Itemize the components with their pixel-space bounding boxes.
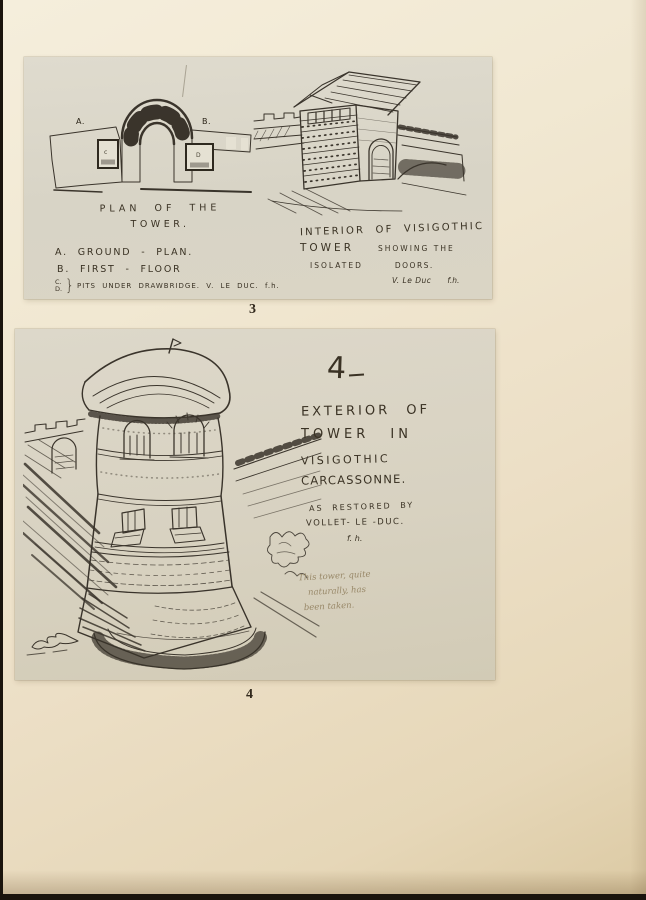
plan-legend-cd-letters: C. D.	[55, 277, 63, 294]
plan-caption-line-2: TOWER.	[130, 219, 190, 230]
plan-legend-line-a: A. GROUND - PLAN.	[55, 247, 194, 258]
plan-label-c: c	[104, 149, 108, 156]
interior-caption-attribution: V. Le Duc f.h.	[300, 276, 492, 285]
plate4-handwritten-number: 4	[326, 350, 347, 387]
interior-tower-sketch	[253, 71, 468, 216]
page-right-shade	[630, 0, 646, 894]
interior-caption-line-3-left: ISOLATED	[310, 261, 363, 270]
interior-caption-line-2-left: TOWER	[300, 242, 354, 254]
figure-number-3: 3	[249, 302, 256, 317]
interior-caption-line-3-right: DOORS.	[394, 261, 434, 270]
restored-by-initials: f. h.	[347, 534, 363, 543]
page-bottom-edge	[3, 870, 646, 894]
plan-label-a: A.	[76, 117, 85, 126]
plan-label-d: D	[196, 152, 202, 159]
interior-caption-line-2: TOWER SHOWING THE	[300, 242, 492, 254]
photo-plate-4: 4 EXTERIOR OF TOWER IN VISIGOTHIC CARCAS…	[15, 329, 495, 680]
interior-caption-line-3: ISOLATED DOORS.	[300, 261, 492, 270]
plan-caption-line-1: PLAN OF THE	[99, 202, 221, 215]
photo-plate-3: A. B. c D PLAN OF THE TOWER. A. GROUND -…	[24, 57, 492, 299]
interior-caption: INTERIOR OF VISIGOTHIC TOWER SHOWING THE…	[299, 220, 492, 285]
tower-plan-drawing	[49, 98, 252, 193]
plan-legend-cd-text: PITS UNDER DRAWBRIDGE. V. LE DUC. f.h.	[77, 281, 280, 290]
exterior-tower-sketch	[23, 338, 323, 670]
book-page: A. B. c D PLAN OF THE TOWER. A. GROUND -…	[3, 0, 646, 894]
exterior-caption-line-3: VISIGOTHIC	[300, 452, 391, 468]
interior-caption-artist: V. Le Duc	[392, 276, 432, 285]
interior-caption-line-1: INTERIOR OF VISIGOTHIC	[299, 220, 485, 239]
plan-legend-brace: }	[65, 276, 74, 296]
plan-legend-line-b: B. FIRST - FLOOR	[57, 264, 182, 275]
exterior-caption-line-2: TOWER IN	[301, 427, 412, 442]
interior-caption-initials: f.h.	[447, 276, 460, 285]
plan-label-b: B.	[202, 117, 212, 126]
handwritten-number-flourish	[348, 373, 365, 377]
restored-by-line-1: AS RESTORED BY	[308, 500, 415, 514]
plan-legend-line-cd: C. D. } PITS UNDER DRAWBRIDGE. V. LE DUC…	[55, 276, 280, 296]
plan-legend-letter-d: D.	[55, 285, 63, 293]
plan-legend-letter-c: C.	[55, 277, 62, 286]
interior-caption-line-2-right: SHOWING THE	[378, 244, 455, 253]
restored-by-line-2: VOLLET- LE -DUC.	[305, 516, 405, 529]
pencil-note: This tower, quite naturally, has been ta…	[298, 565, 430, 616]
exterior-caption: EXTERIOR OF TOWER IN VISIGOTHIC CARCASSO…	[300, 402, 491, 543]
exterior-caption-line-4: CARCASSONNE.	[300, 471, 407, 488]
figure-number-4: 4	[246, 687, 253, 702]
exterior-caption-line-1: EXTERIOR OF	[300, 402, 431, 420]
